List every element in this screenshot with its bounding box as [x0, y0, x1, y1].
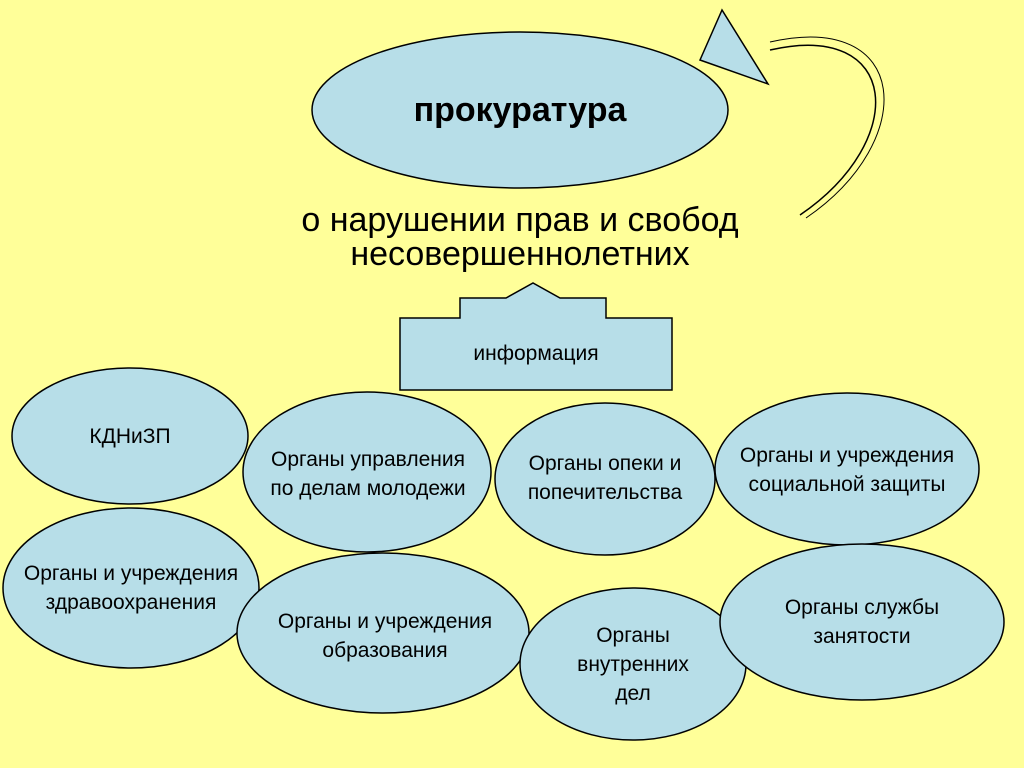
node-label-employment: Органы службы занятости — [784, 596, 940, 648]
node-ellipse-health — [2, 507, 260, 669]
info-block-arrow — [399, 282, 673, 391]
curved-arrowhead — [698, 8, 770, 86]
node-label-interior: Органы внутренних дел — [577, 623, 689, 705]
node-label-youth: Органы управления по делам молодежи — [270, 448, 466, 500]
node-ellipse-youth — [242, 391, 492, 553]
curved-arrow-line-outer — [769, 36, 885, 219]
node-ellipse-guardianship — [494, 402, 716, 556]
curved-arrow-line — [769, 44, 877, 216]
prosecutor-ellipse — [311, 31, 729, 189]
node-label-social: Органы и учреждения социальной защиты — [739, 444, 955, 496]
node-label-guardianship: Органы опеки и попечительства — [527, 452, 683, 504]
diagram-subtitle: о нарушении прав и свобод несовершенноле… — [301, 201, 739, 273]
node-ellipse-employment — [719, 543, 1005, 701]
node-label-kdnizp: КДНиЗП — [89, 424, 171, 448]
prosecutor-title: прокуратура — [413, 90, 627, 129]
node-label-health: Органы и учреждения здравоохранения — [23, 562, 239, 614]
node-label-education: Органы и учреждения образования — [277, 610, 493, 662]
node-ellipse-kdnizp — [11, 367, 249, 505]
info-arrow-label: информация — [473, 342, 599, 365]
